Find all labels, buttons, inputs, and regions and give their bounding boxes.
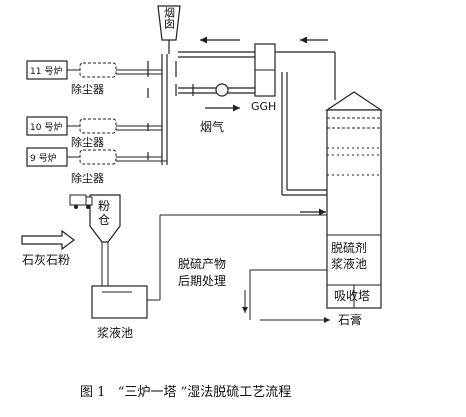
limestone-arrow: 石灰石粉 — [21, 229, 75, 267]
dust-collector-11-label: 除尘器 — [71, 82, 104, 96]
chimney-label: 烟囱 — [163, 6, 176, 29]
ggh-label: GGH — [251, 100, 276, 113]
gas-ducts — [161, 51, 336, 196]
figure-caption: 图 1 “三炉一塔 ”湿法脱硫工艺流程 — [80, 385, 292, 400]
chimney: 烟囱 — [157, 5, 181, 54]
flow-arrows — [200, 36, 328, 216]
byproduct-label-1: 脱硫产物 — [178, 256, 226, 271]
slurry-tank: 浆液池 — [91, 214, 327, 340]
dust-collector-10-label: 除尘器 — [71, 135, 104, 149]
boiler-10-line: 10 号炉 除尘器 — [26, 116, 162, 149]
limestone-powder-label: 石灰石粉 — [22, 253, 70, 267]
silo-label-2: 仓 — [98, 213, 110, 227]
boiler-10-label: 10 号炉 — [30, 121, 62, 133]
boiler-9-label: 9 号炉 — [30, 152, 57, 164]
gypsum-label: 石膏 — [338, 312, 362, 327]
boiler-11-label: 11 号炉 — [30, 65, 62, 77]
dust-collector-9-label: 除尘器 — [71, 171, 104, 185]
boiler-9-line: 9 号炉 除尘器 — [26, 147, 167, 185]
valve-icons — [147, 61, 194, 160]
ggh-heat-exchanger: GGH — [251, 43, 276, 113]
fan-icon — [215, 83, 229, 97]
powder-silo: 粉 仓 — [89, 194, 121, 286]
gypsum-output: 石膏 — [249, 269, 362, 327]
silo-label-1: 粉 — [98, 199, 110, 213]
absorption-tower-label: 吸收塔 — [334, 289, 370, 303]
tower-slurry-tank-label-2: 浆液池 — [331, 256, 367, 271]
byproduct-label-2: 后期处理 — [178, 274, 226, 288]
truck-icon — [69, 194, 93, 209]
absorption-tower: 脱硫剂 浆液池 吸收塔 — [325, 91, 383, 309]
slurry-tank-label: 浆液池 — [97, 325, 133, 340]
flue-gas-label: 烟气 — [200, 119, 224, 134]
tower-slurry-tank-label-1: 脱硫剂 — [331, 240, 367, 255]
boiler-11-line: 11 号炉 除尘器 — [26, 60, 162, 96]
